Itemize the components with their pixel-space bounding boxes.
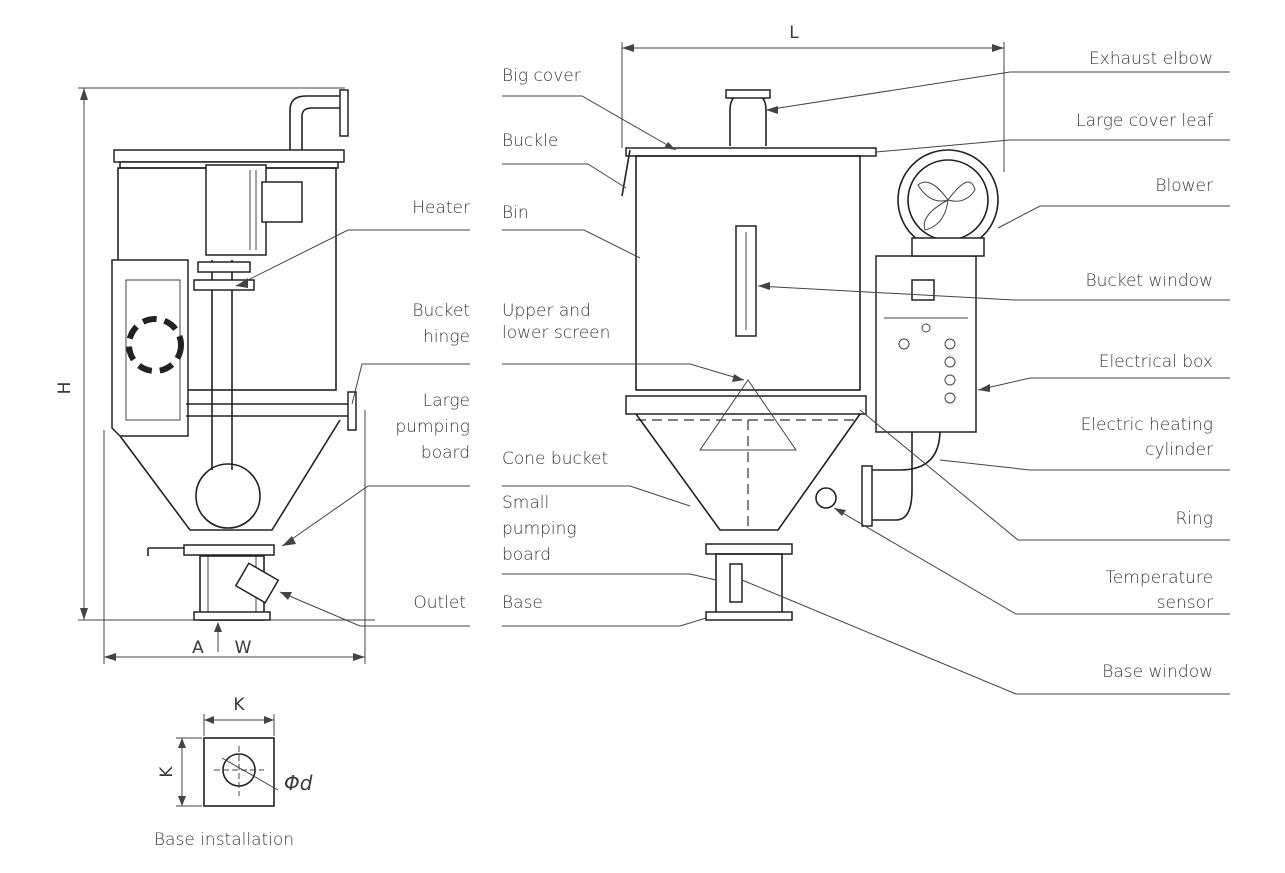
dim-phi-d: Φd <box>284 771 313 795</box>
label-outlet: Outlet <box>413 593 466 613</box>
label-large-pumping-1: Large <box>423 391 470 411</box>
base-installation-drawing <box>176 714 279 807</box>
label-big-cover: Big cover <box>502 66 581 86</box>
label-bucket-window: Bucket window <box>1085 271 1213 291</box>
label-upper-lower-2: lower screen <box>502 323 610 343</box>
dim-H: H <box>55 382 75 395</box>
label-upper-lower-1: Upper and <box>502 301 591 321</box>
label-electrical-box: Electrical box <box>1099 352 1213 372</box>
caption-base-installation: Base installation <box>154 830 294 850</box>
label-cone-bucket: Cone bucket <box>502 449 608 469</box>
label-electric-heating-2: cylinder <box>1145 440 1213 460</box>
label-small-pumping-3: board <box>502 545 551 565</box>
label-temperature-sensor-2: sensor <box>1157 593 1213 613</box>
front-view-drawing <box>621 42 1005 621</box>
side-view-leaders <box>235 229 470 627</box>
dim-K-side: K <box>157 766 177 778</box>
label-blower: Blower <box>1155 176 1213 196</box>
label-electric-heating-1: Electric heating <box>1081 415 1213 435</box>
label-base: Base <box>502 593 543 613</box>
label-bin: Bin <box>502 203 529 223</box>
side-view-drawing <box>78 87 375 664</box>
label-buckle: Buckle <box>502 131 558 151</box>
label-bucket-hinge-2: hinge <box>423 327 470 347</box>
label-large-cover-leaf: Large cover leaf <box>1076 111 1213 131</box>
dim-K-top: K <box>233 695 245 715</box>
label-large-pumping-2: pumping <box>395 417 470 437</box>
front-view-leaders <box>502 71 1230 695</box>
label-base-window: Base window <box>1102 662 1213 682</box>
label-small-pumping-1: Small <box>502 493 549 513</box>
label-heater: Heater <box>412 198 470 218</box>
label-ring: Ring <box>1175 509 1213 529</box>
dim-W: W <box>235 638 252 658</box>
dim-L: L <box>789 23 799 43</box>
label-bucket-hinge-1: Bucket <box>412 301 470 321</box>
label-large-pumping-3: board <box>421 443 470 463</box>
dim-A: A <box>192 638 204 658</box>
label-small-pumping-2: pumping <box>502 519 577 539</box>
label-temperature-sensor-1: Temperature <box>1105 568 1213 588</box>
label-exhaust-elbow: Exhaust elbow <box>1089 49 1213 69</box>
